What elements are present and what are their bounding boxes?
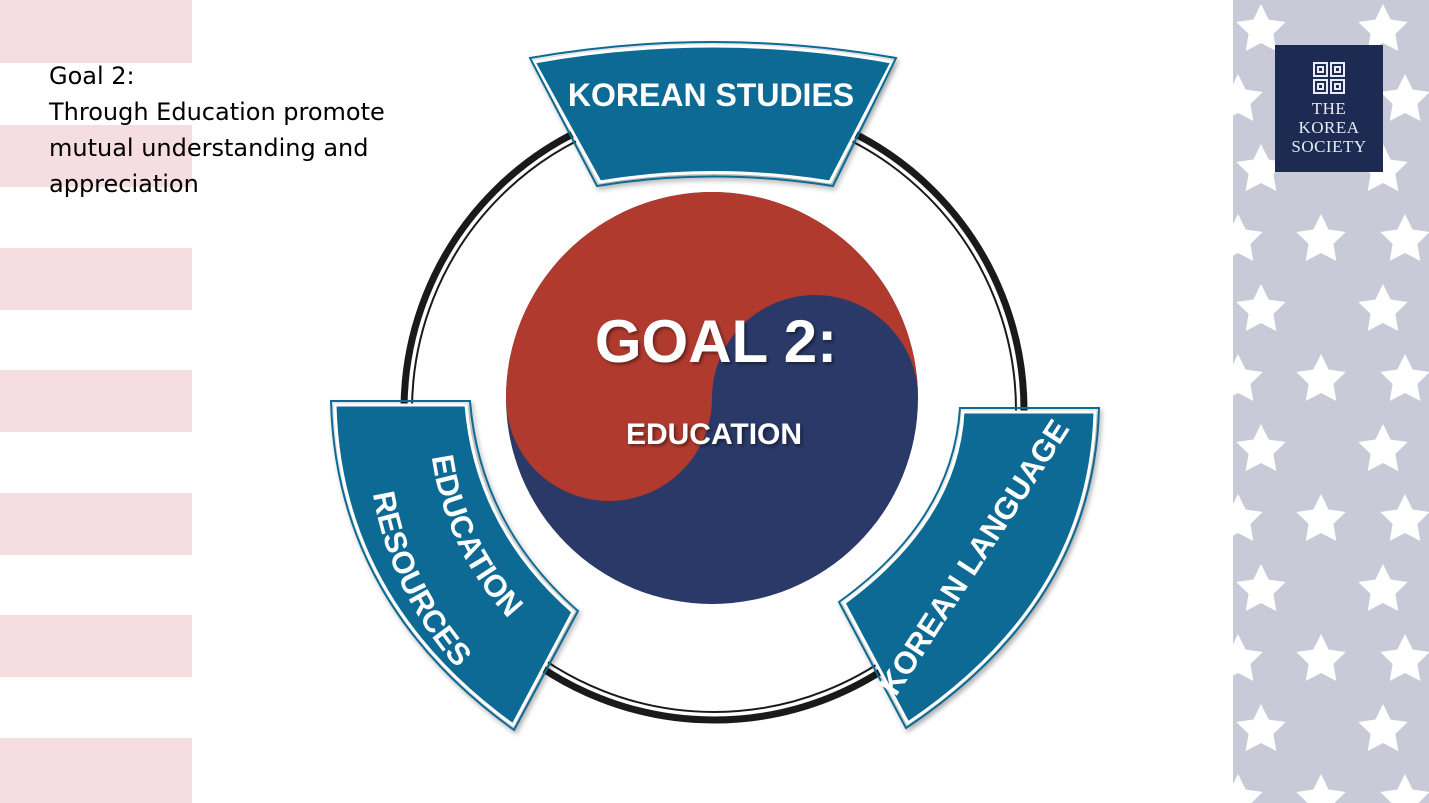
taeguk-symbol bbox=[506, 192, 918, 604]
intro-line-1: Through Education promote bbox=[49, 98, 385, 126]
logo-line-society: SOCIETY bbox=[1291, 137, 1367, 156]
korea-society-logo[interactable]: THE KOREA SOCIETY bbox=[1275, 45, 1383, 172]
logo-line-the: THE bbox=[1311, 99, 1347, 118]
segment-education-resources[interactable] bbox=[329, 400, 580, 732]
flag-stripes-decoration bbox=[0, 0, 192, 803]
logo-text: THE KOREA SOCIETY bbox=[1275, 99, 1383, 156]
segment-korean-language[interactable] bbox=[837, 407, 1101, 730]
segment-korean-studies[interactable] bbox=[528, 41, 898, 188]
logo-line-korea: KOREA bbox=[1298, 118, 1360, 137]
knot-emblem-icon bbox=[1313, 62, 1345, 94]
intro-heading: Goal 2: bbox=[49, 62, 135, 90]
center-title: GOAL 2: bbox=[595, 308, 837, 375]
intro-line-3: appreciation bbox=[49, 170, 199, 198]
center-subtitle: EDUCATION bbox=[626, 418, 802, 451]
intro-text-block: Goal 2: Through Education promote mutual… bbox=[49, 58, 429, 202]
intro-line-2: mutual understanding and bbox=[49, 134, 369, 162]
segment-korean-studies-label: KOREAN STUDIES bbox=[568, 77, 854, 113]
